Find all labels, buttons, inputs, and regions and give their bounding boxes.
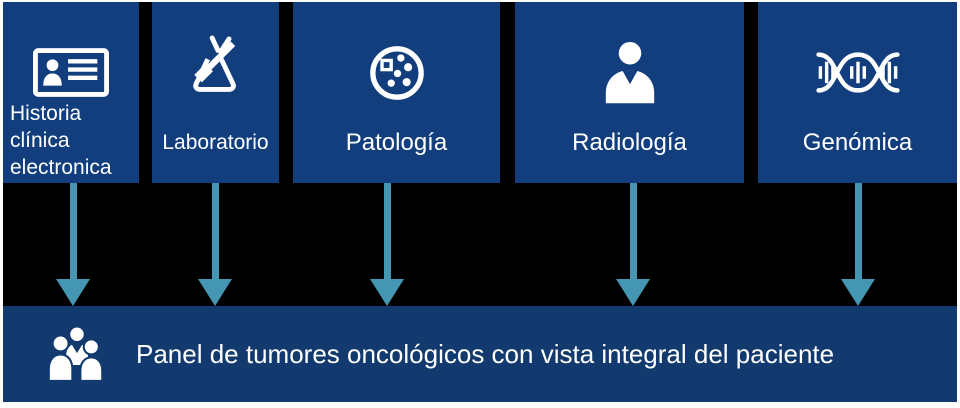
down-arrow (370, 183, 404, 306)
lab-tools-icon (152, 35, 279, 97)
tile-laboratorio: Laboratorio (152, 2, 279, 183)
tile-patologia: Patología (293, 2, 500, 183)
petri-dish-icon (293, 44, 500, 102)
down-arrow (841, 183, 875, 306)
summary-panel-label: Panel de tumores oncológicos con vista i… (136, 338, 835, 369)
tile-label: Genómica (802, 129, 913, 157)
dna-icon (758, 49, 957, 96)
down-arrow (198, 183, 232, 306)
person-icon (515, 38, 744, 110)
down-arrow (56, 183, 90, 306)
tile-label: Patología (345, 129, 448, 157)
tile-radiologia: Radiología (515, 2, 744, 183)
id-card-icon (3, 48, 139, 97)
down-arrow (616, 183, 650, 306)
diagram-backdrop: Historia clínica electronica Laboratorio (3, 2, 957, 402)
tile-label: Laboratorio (162, 130, 269, 154)
tile-historia-clinica-electronica: Historia clínica electronica (3, 2, 139, 183)
people-group-icon (45, 326, 109, 382)
tile-genomica: Genómica (758, 2, 957, 183)
summary-panel: Panel de tumores oncológicos con vista i… (3, 306, 957, 402)
tile-label: Historia clínica electronica (10, 102, 112, 179)
tile-label: Radiología (572, 129, 687, 157)
